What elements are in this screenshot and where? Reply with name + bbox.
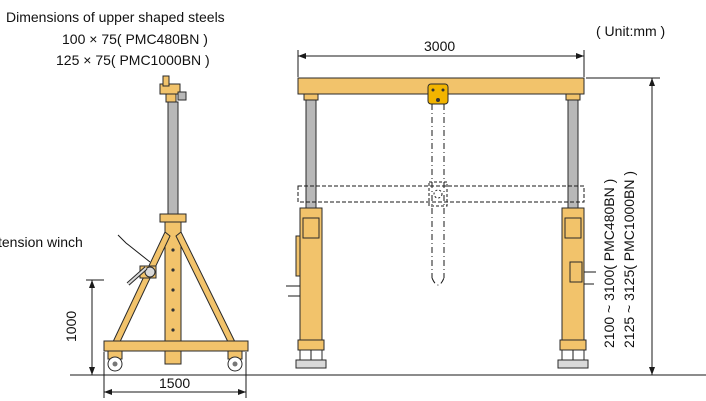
upper-steel-size-1000: 125 × 75( PMC1000BN ) bbox=[56, 52, 210, 68]
upper-steel-size-480: 100 × 75( PMC480BN ) bbox=[62, 31, 208, 47]
dim-3000-label: 3000 bbox=[424, 38, 455, 54]
dim-height-480-label: 2100 ~ 3100( PMC480BN ) bbox=[601, 179, 617, 348]
front-left-wheel bbox=[295, 359, 327, 369]
lowered-beam-position bbox=[297, 185, 585, 203]
dim-height-1000-label: 2125 ~ 3125( PMC1000BN ) bbox=[621, 171, 637, 348]
side-view bbox=[103, 75, 249, 372]
side-right-leg bbox=[175, 231, 237, 347]
winch-label: tension winch bbox=[0, 234, 83, 250]
hoist-body bbox=[428, 181, 448, 207]
front-view bbox=[286, 77, 596, 369]
dim-1500-label: 1500 bbox=[159, 375, 190, 391]
winch-leader bbox=[117, 234, 151, 263]
dim-1000-label: 1000 bbox=[63, 311, 79, 342]
side-left-leg bbox=[111, 231, 171, 347]
side-inner-column bbox=[167, 101, 179, 219]
front-right-wheel bbox=[557, 359, 589, 369]
unit-note: ( Unit:mm ) bbox=[596, 23, 665, 39]
side-base-beam bbox=[103, 340, 249, 352]
upper-steel-title: Dimensions of upper shaped steels bbox=[6, 9, 225, 25]
tension-winch bbox=[126, 265, 157, 286]
front-right-inner-column bbox=[567, 99, 579, 213]
front-left-inner-column bbox=[305, 99, 317, 213]
